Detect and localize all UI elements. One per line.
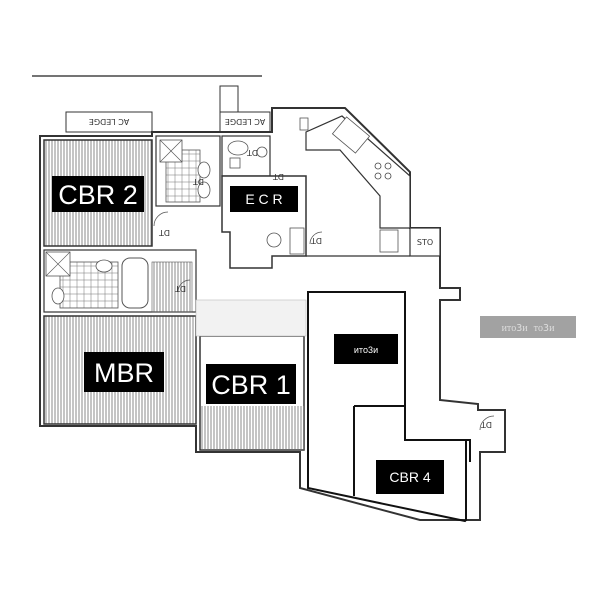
svg-text:MBR: MBR xyxy=(94,358,154,388)
ecr-round-fixture xyxy=(266,232,282,248)
cbr4-partition xyxy=(353,405,471,496)
watermark: ᴎᴛᴏ3ᴎ ᴛᴏ3ᴎ xyxy=(480,316,576,338)
corridor-ghost xyxy=(195,299,307,337)
dt-icon: DT xyxy=(309,231,323,245)
label-cbr2: CBR 2 xyxy=(52,176,144,212)
dt-icon: DT xyxy=(273,172,284,181)
svg-text:DT: DT xyxy=(311,236,322,245)
svg-text:CBR 2: CBR 2 xyxy=(58,180,138,210)
ecr-cabinet xyxy=(289,227,305,255)
svg-text:DT: DT xyxy=(175,284,186,293)
bathroom-mbr xyxy=(43,249,197,313)
svg-text:DT: DT xyxy=(247,148,258,157)
ac-ledge-right-label: AC LEDGE xyxy=(225,117,265,126)
sto-store: STO xyxy=(409,227,441,257)
label-cbr4: CBR 4 xyxy=(376,460,444,494)
label-center-room: ᴎᴛᴏ3ᴎ xyxy=(334,334,398,364)
dt-markers: DT DT DT DT DT DT DT xyxy=(153,148,495,431)
bathroom-ecr xyxy=(221,135,271,177)
ac-ledge-left: AC LEDGE xyxy=(65,111,153,133)
cbr3-overlay-room xyxy=(307,291,467,523)
sto-label: STO xyxy=(417,238,433,247)
svg-text:DT: DT xyxy=(193,177,204,186)
outer-wall xyxy=(39,107,506,521)
bathroom-top xyxy=(155,135,221,207)
dt-icon: DT xyxy=(479,415,495,431)
kitchen xyxy=(299,115,411,253)
label-mbr: MBR xyxy=(84,352,164,392)
dt-icon: DT xyxy=(175,279,191,293)
svg-text:ᴎᴛᴏ3ᴎ: ᴎᴛᴏ3ᴎ xyxy=(354,345,378,355)
svg-text:DT: DT xyxy=(159,228,170,237)
svg-text:DT: DT xyxy=(273,172,284,181)
svg-text:ᴎᴛᴏ3ᴎ ᴛᴏ3ᴎ: ᴎᴛᴏ3ᴎ ᴛᴏ3ᴎ xyxy=(502,323,556,334)
ac-ledge-right: AC LEDGE xyxy=(219,85,271,133)
svg-text:E C R: E C R xyxy=(245,191,282,207)
label-cbr1: CBR 1 xyxy=(206,364,296,404)
dt-icon: DT xyxy=(247,148,258,157)
label-ecr: E C R xyxy=(230,186,298,212)
dt-icon: DT xyxy=(193,177,204,186)
svg-text:CBR 4: CBR 4 xyxy=(389,469,430,485)
dt-icon: DT xyxy=(153,211,170,237)
svg-text:DT: DT xyxy=(481,420,492,429)
ac-ledge-left-label: AC LEDGE xyxy=(89,117,129,126)
svg-text:CBR 1: CBR 1 xyxy=(211,370,291,400)
